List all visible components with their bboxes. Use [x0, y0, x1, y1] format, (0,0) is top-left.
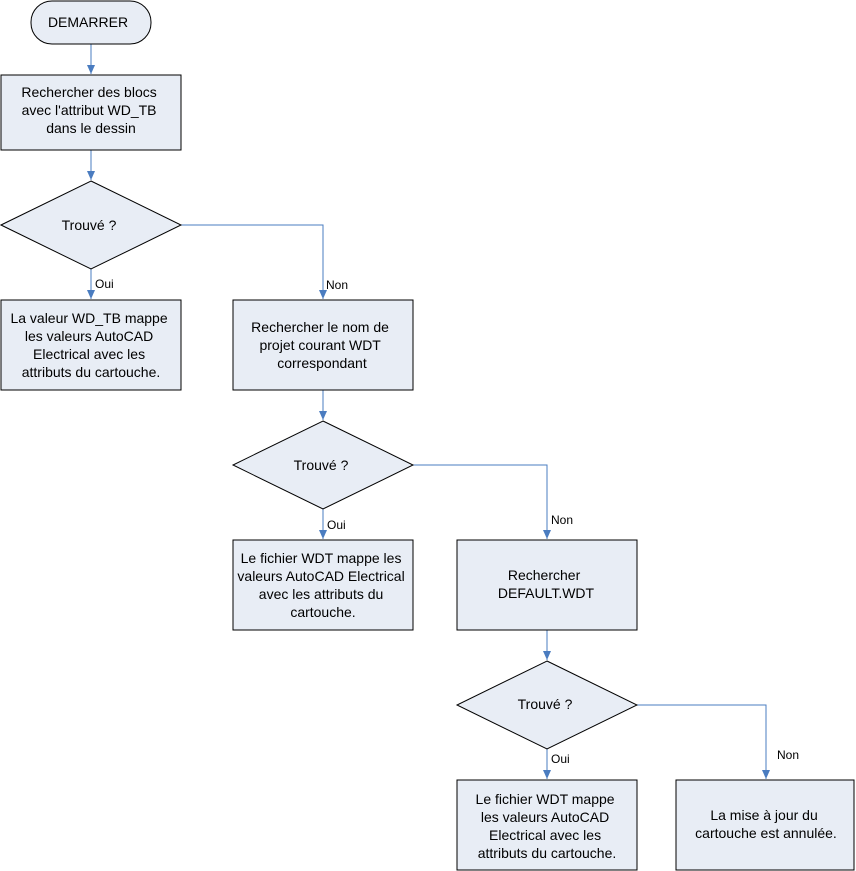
wdt-maps2-box — [456, 779, 638, 871]
start-label: DEMARRER — [48, 14, 128, 30]
found2-diamond — [231, 420, 415, 510]
edge-label-no2: Non — [551, 513, 573, 527]
search-project-box — [232, 299, 414, 391]
edge-label-yes2: Oui — [327, 518, 346, 532]
cancelled-label: La mise à jour du cartouche est annulée. — [695, 807, 837, 841]
edge-label-yes1: Oui — [95, 277, 114, 291]
edge-label-no1: Non — [326, 278, 348, 292]
search-default-box — [456, 539, 638, 631]
edge-label-yes3: Oui — [551, 752, 570, 766]
search-blocks-box — [0, 74, 182, 151]
connector-found2-no — [413, 464, 551, 539]
found1-diamond — [0, 180, 183, 270]
search-blocks-label: Rechercher des blocs avec l'attribut WD_… — [21, 84, 160, 136]
found2-label: Trouvé ? — [294, 457, 349, 473]
wdtb-maps-label: La valeur WD_TB mappe les valeurs AutoCA… — [10, 310, 171, 380]
found3-label: Trouvé ? — [518, 696, 573, 712]
wdt-maps2-label: Le fichier WDT mappe les valeurs AutoCAD… — [476, 791, 619, 861]
connector-found3-no — [637, 704, 770, 779]
connector-found1-no — [181, 224, 327, 299]
start-terminator — [30, 0, 152, 45]
wdtb-maps-box — [0, 299, 182, 391]
edge-label-no3: Non — [777, 748, 799, 762]
search-project-label: Rechercher le nom de projet courant WDT … — [251, 319, 393, 371]
cancelled-box — [675, 779, 855, 871]
wdt-maps1-label: Le fichier WDT mappe les valeurs AutoCAD… — [237, 550, 408, 620]
search-default-label: Rechercher DEFAULT.WDT — [498, 567, 595, 601]
wdt-maps1-box — [232, 539, 414, 631]
found1-label: Trouvé ? — [62, 217, 117, 233]
found3-diamond — [455, 660, 639, 750]
